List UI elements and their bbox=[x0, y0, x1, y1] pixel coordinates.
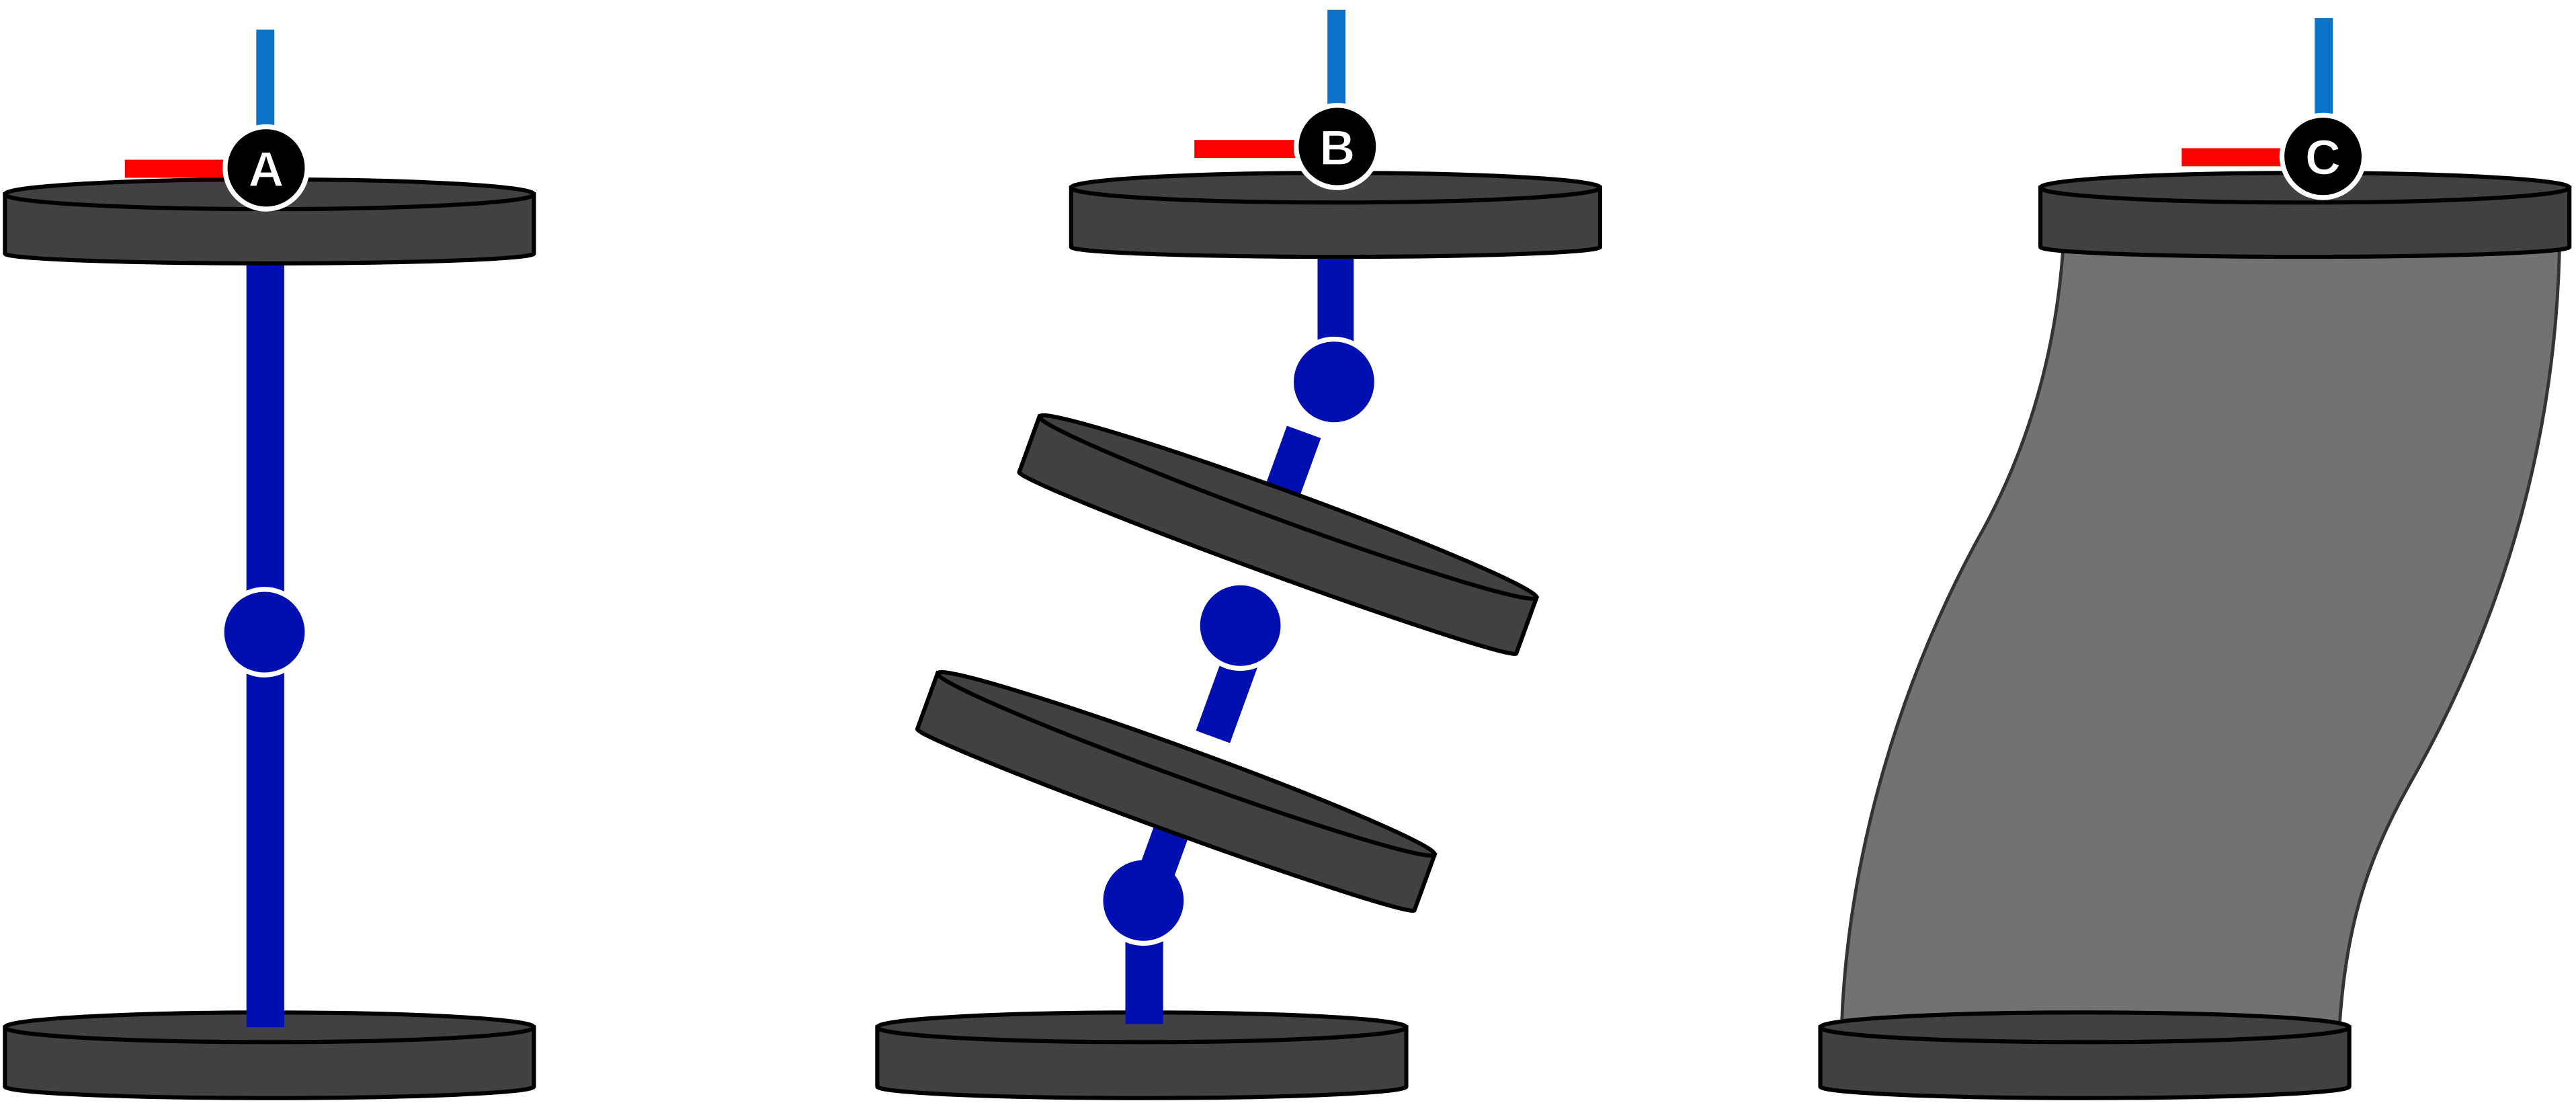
z-axis-b bbox=[1327, 9, 1346, 109]
badge-c-label: C bbox=[2305, 130, 2341, 186]
joint-a bbox=[219, 587, 310, 678]
badge-a-label: A bbox=[249, 142, 284, 197]
z-axis-c bbox=[2315, 17, 2333, 117]
figure-a: A bbox=[5, 30, 534, 1098]
figure-b: B bbox=[877, 9, 1600, 1098]
badge-b bbox=[1294, 103, 1381, 190]
continuum-body-c bbox=[1839, 242, 2562, 1029]
x-axis-a bbox=[124, 159, 227, 178]
z-axis-a bbox=[256, 30, 275, 129]
x-axis-c bbox=[2182, 148, 2284, 167]
base-disc-c bbox=[1821, 1012, 2350, 1098]
badge-c bbox=[2279, 112, 2367, 200]
figure-c: C bbox=[1821, 17, 2570, 1098]
badge-b-label: B bbox=[1319, 120, 1355, 175]
badge-a bbox=[222, 124, 310, 212]
joint-b-2 bbox=[1195, 580, 1286, 671]
joint-b-1 bbox=[1288, 336, 1380, 427]
link-rod-b-bottom bbox=[1125, 932, 1163, 1024]
base-disc-b bbox=[877, 1012, 1406, 1098]
link-rod-b-top bbox=[1317, 247, 1354, 346]
x-axis-b bbox=[1194, 140, 1296, 159]
